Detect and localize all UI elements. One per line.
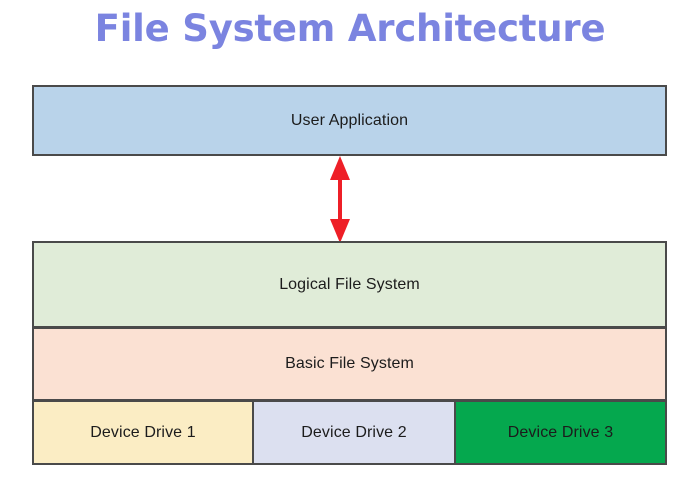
double-headed-arrow-icon [322,156,358,243]
layer-label-basic-file-system: Basic File System [285,355,414,372]
device-drive-3-label: Device Drive 3 [507,423,614,441]
device-drive-1-box[interactable]: Device Drive 1 [32,400,254,465]
device-drive-row: Device Drive 1 Device Drive 2 Device Dri… [32,400,667,465]
device-drive-3-box[interactable]: Device Drive 3 [454,400,667,465]
device-drive-1-label: Device Drive 1 [90,423,196,441]
page-title: File System Architecture [94,7,606,50]
layer-box-logical-file-system[interactable]: Logical File System [32,241,667,328]
device-drive-2-box[interactable]: Device Drive 2 [252,400,456,465]
layer-label-logical-file-system: Logical File System [279,275,420,293]
layer-label-user-application: User Application [290,111,409,129]
double-headed-arrow-svg [330,156,350,243]
layer-box-basic-file-system[interactable]: Basic File System [32,327,667,401]
layer-box-user-application[interactable]: User Application [32,85,667,156]
device-drive-2-label: Device Drive 2 [301,423,407,441]
